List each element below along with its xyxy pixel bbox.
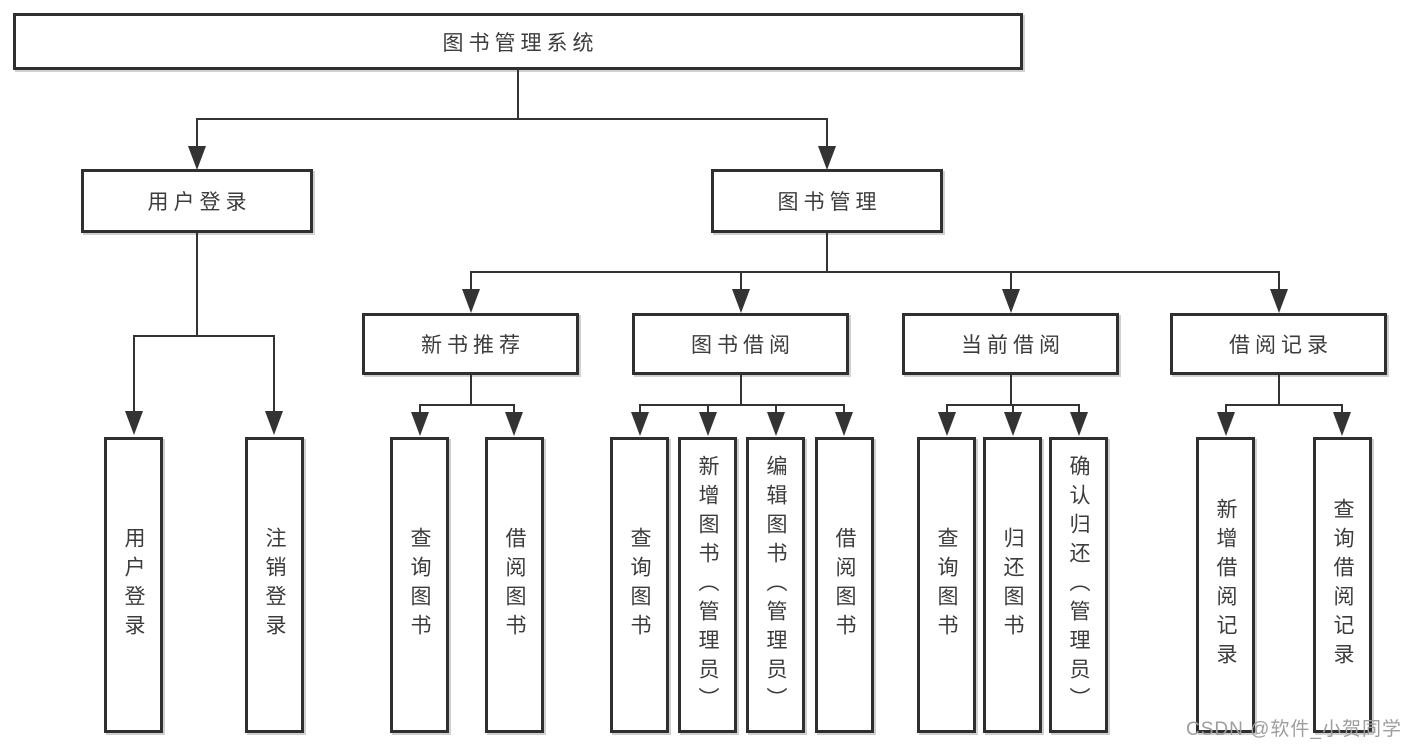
- connector-line: [470, 375, 472, 406]
- leaf-query-books-2-label: 查询图书: [628, 527, 652, 643]
- connector-line: [639, 404, 641, 414]
- leaf-confirm-return-admin: 确认归还（管理员）: [1049, 437, 1108, 733]
- leaf-query-books-3: 查询图书: [917, 437, 976, 733]
- leaf-add-borrow-record: 新增借阅记录: [1196, 437, 1255, 733]
- connector-line: [513, 404, 515, 414]
- node-user-login-label: 用户登录: [147, 191, 252, 214]
- leaf-add-book-admin-label: 新增图书（管理员）: [696, 454, 720, 716]
- leaf-query-borrow-record: 查询借阅记录: [1313, 437, 1372, 733]
- arrow-down-icon: [1217, 412, 1235, 436]
- leaf-logout: 注销登录: [245, 437, 304, 733]
- connector-line: [826, 118, 828, 148]
- connector-line: [196, 118, 828, 120]
- arrow-down-icon: [1270, 289, 1288, 313]
- leaf-logout-label: 注销登录: [263, 527, 287, 643]
- arrow-down-icon: [1002, 289, 1020, 313]
- arrow-down-icon: [411, 412, 429, 436]
- node-root-system: 图书管理系统: [13, 13, 1023, 70]
- node-book-management-label: 图书管理: [777, 191, 882, 214]
- leaf-user-login: 用户登录: [104, 437, 163, 733]
- connector-line: [740, 375, 742, 406]
- arrow-down-icon: [631, 412, 649, 436]
- arrow-down-icon: [1333, 412, 1351, 436]
- connector-line: [826, 233, 828, 273]
- connector-line: [419, 404, 515, 406]
- leaf-return-book-label: 归还图书: [1001, 527, 1025, 643]
- arrow-down-icon: [1070, 412, 1088, 436]
- arrow-down-icon: [462, 289, 480, 313]
- arrow-down-icon: [188, 146, 206, 170]
- node-book-borrow-label: 图书借阅: [691, 334, 795, 357]
- connector-line: [946, 404, 948, 414]
- arrow-down-icon: [699, 412, 717, 436]
- connector-line: [133, 335, 275, 337]
- node-borrow-record: 借阅记录: [1170, 313, 1387, 375]
- node-book-borrow: 图书借阅: [632, 313, 849, 375]
- arrow-down-icon: [818, 146, 836, 170]
- connector-line: [1010, 271, 1012, 293]
- node-book-management: 图书管理: [711, 169, 943, 233]
- connector-line: [470, 271, 1279, 273]
- node-user-login: 用户登录: [81, 169, 313, 233]
- leaf-user-login-label: 用户登录: [122, 527, 146, 643]
- node-current-borrow-label: 当前借阅: [961, 334, 1065, 357]
- arrow-down-icon: [732, 289, 750, 313]
- connector-line: [470, 271, 472, 293]
- node-root-label: 图书管理系统: [442, 31, 599, 55]
- arrow-down-icon: [265, 411, 283, 435]
- leaf-edit-book-admin-label: 编辑图书（管理员）: [764, 454, 788, 716]
- leaf-query-books-label: 查询图书: [408, 527, 432, 643]
- leaf-confirm-return-admin-label: 确认归还（管理员）: [1067, 454, 1091, 716]
- arrow-down-icon: [835, 412, 853, 436]
- connector-line: [775, 404, 777, 414]
- leaf-borrow-books-2: 借阅图书: [815, 437, 874, 733]
- leaf-borrow-books: 借阅图书: [485, 437, 544, 733]
- connector-line: [517, 69, 519, 120]
- connector-line: [133, 335, 135, 413]
- node-new-book-recommend-label: 新书推荐: [421, 334, 525, 357]
- leaf-add-borrow-record-label: 新增借阅记录: [1214, 498, 1238, 672]
- node-new-book-recommend: 新书推荐: [362, 313, 579, 375]
- arrow-down-icon: [938, 412, 956, 436]
- connector-line: [419, 404, 421, 414]
- leaf-query-books-3-label: 查询图书: [935, 527, 959, 643]
- leaf-add-book-admin: 新增图书（管理员）: [678, 437, 737, 733]
- leaf-query-books: 查询图书: [390, 437, 449, 733]
- connector-line: [196, 118, 198, 148]
- node-current-borrow: 当前借阅: [902, 313, 1119, 375]
- connector-line: [1225, 404, 1343, 406]
- node-borrow-record-label: 借阅记录: [1229, 334, 1333, 357]
- leaf-borrow-books-label: 借阅图书: [503, 527, 527, 643]
- leaf-borrow-books-2-label: 借阅图书: [833, 527, 857, 643]
- connector-line: [707, 404, 709, 414]
- connector-line: [740, 271, 742, 293]
- leaf-query-borrow-record-label: 查询借阅记录: [1331, 498, 1355, 672]
- connector-line: [639, 404, 845, 406]
- leaf-query-books-2: 查询图书: [610, 437, 669, 733]
- leaf-edit-book-admin: 编辑图书（管理员）: [746, 437, 805, 733]
- arrow-down-icon: [767, 412, 785, 436]
- connector-line: [1278, 271, 1280, 293]
- arrow-down-icon: [505, 412, 523, 436]
- watermark: CSDN @软件_小贺同学: [1186, 719, 1402, 740]
- connector-line: [1278, 375, 1280, 406]
- connector-line: [1010, 375, 1012, 406]
- connector-line: [843, 404, 845, 414]
- connector-line: [196, 233, 198, 337]
- arrow-down-icon: [1004, 412, 1022, 436]
- connector-line: [273, 335, 275, 413]
- connector-line: [1341, 404, 1343, 414]
- connector-line: [1012, 404, 1014, 414]
- leaf-return-book: 归还图书: [983, 437, 1042, 733]
- arrow-down-icon: [125, 411, 143, 435]
- connector-line: [1078, 404, 1080, 414]
- connector-line: [1225, 404, 1227, 414]
